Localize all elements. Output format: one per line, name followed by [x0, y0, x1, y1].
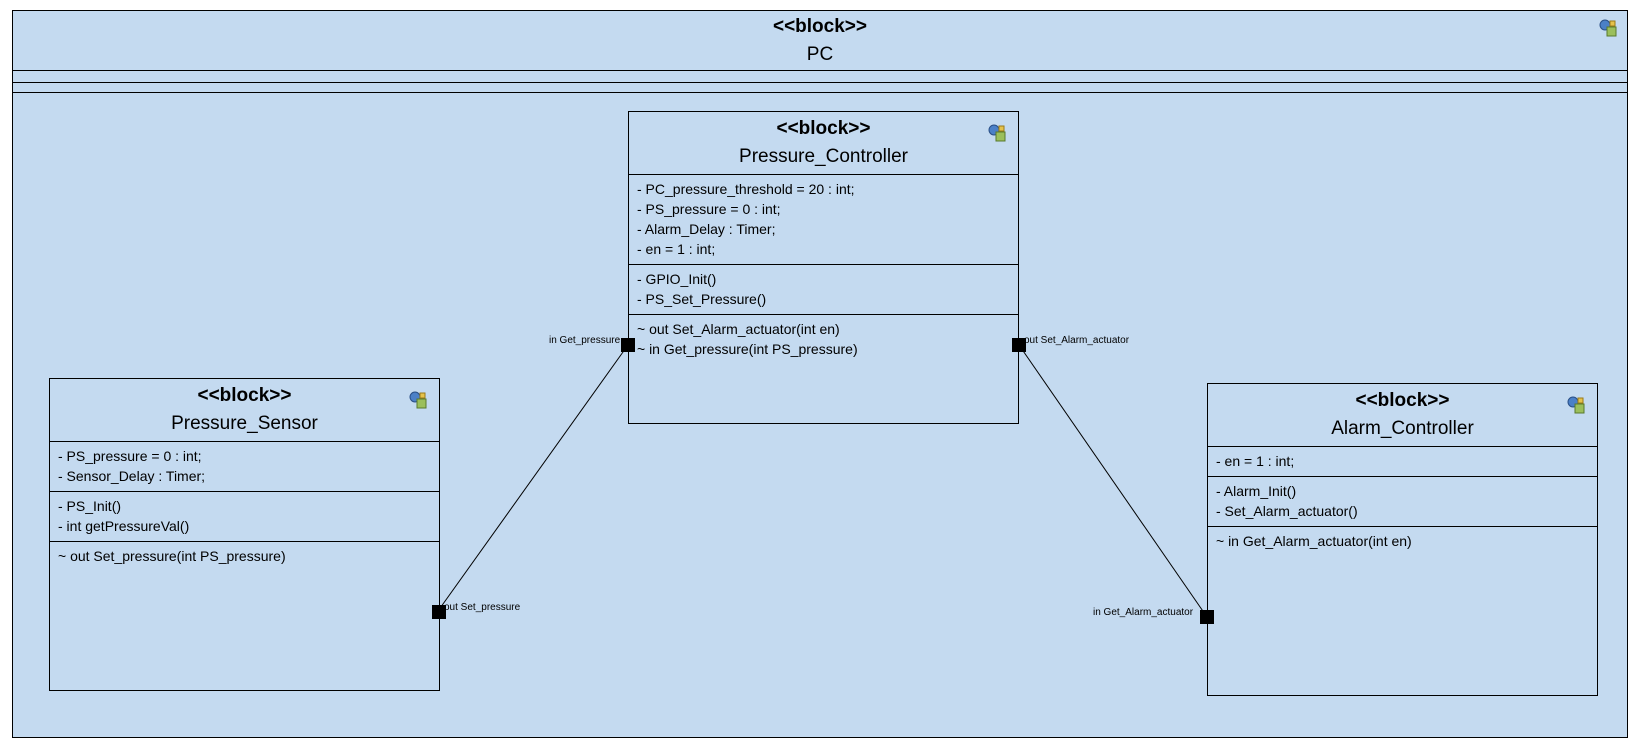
pressure-sensor-block[interactable]: <<block>> Pressure_Sensor - PS_pressure …: [49, 378, 440, 691]
operation-item: - PS_Set_Pressure(): [637, 291, 767, 307]
attribute-item: - PC_pressure_threshold = 20 : int;: [637, 181, 855, 197]
port-ps-out-set-pressure[interactable]: [432, 605, 446, 619]
alarm-controller-header: <<block>> Alarm_Controller: [1208, 384, 1597, 447]
port-item: ~ out Set_pressure(int PS_pressure): [58, 548, 286, 564]
pc-operations-compartment: [13, 83, 1627, 93]
block-element-icon: [409, 391, 427, 409]
pressure-controller-name: Pressure_Controller: [739, 146, 908, 167]
operation-item: - GPIO_Init(): [637, 271, 717, 287]
operation-item: - Alarm_Init(): [1216, 483, 1297, 499]
port-label-in-get-alarm-actuator: in Get_Alarm_actuator: [1093, 607, 1194, 618]
attribute-item: - Alarm_Delay : Timer;: [637, 221, 776, 237]
block-element-icon: [1599, 19, 1617, 37]
attribute-item: - PS_pressure = 0 : int;: [58, 448, 202, 464]
operation-item: - PS_Init(): [58, 498, 122, 514]
alarm-controller-name: Alarm_Controller: [1331, 418, 1474, 439]
pressure-sensor-header: <<block>> Pressure_Sensor: [50, 379, 439, 442]
alarm-controller-operations: - Alarm_Init() - Set_Alarm_actuator(): [1208, 477, 1597, 527]
alarm-controller-attributes: - en = 1 : int;: [1208, 447, 1597, 477]
connector-set-pressure-to-get-pressure: [437, 344, 629, 612]
pc-attributes-compartment: [13, 71, 1627, 83]
port-pc-in-get-pressure[interactable]: [621, 338, 635, 352]
alarm-controller-block[interactable]: <<block>> Alarm_Controller - en = 1 : in…: [1207, 383, 1598, 696]
attribute-item: - Sensor_Delay : Timer;: [58, 468, 206, 484]
alarm-controller-ports: ~ in Get_Alarm_actuator(int en): [1208, 527, 1597, 556]
port-ac-in-get-alarm-actuator[interactable]: [1200, 610, 1214, 624]
pc-stereotype: <<block>>: [772, 16, 867, 37]
port-label-in-get-pressure: in Get_pressure: [549, 335, 621, 346]
connector-set-alarm-to-get-alarm: [1018, 344, 1208, 618]
port-item: ~ in Get_Alarm_actuator(int en): [1216, 533, 1412, 549]
port-label-out-set-pressure: out Set_pressure: [444, 602, 521, 613]
pressure-controller-ports: ~ out Set_Alarm_actuator(int en) ~ in Ge…: [629, 315, 1018, 364]
alarm-controller-stereotype: <<block>>: [1355, 390, 1450, 411]
port-pc-out-set-alarm-actuator[interactable]: [1012, 338, 1026, 352]
attribute-item: - PS_pressure = 0 : int;: [637, 201, 781, 217]
pressure-sensor-operations: - PS_Init() - int getPressureVal(): [50, 492, 439, 542]
attribute-item: - en = 1 : int;: [1216, 453, 1295, 469]
operation-item: - Set_Alarm_actuator(): [1216, 503, 1358, 519]
port-label-out-set-alarm-actuator: out Set_Alarm_actuator: [1024, 335, 1130, 346]
pressure-sensor-name: Pressure_Sensor: [171, 413, 318, 434]
pressure-controller-operations: - GPIO_Init() - PS_Set_Pressure(): [629, 265, 1018, 315]
pressure-controller-header: <<block>> Pressure_Controller: [629, 112, 1018, 175]
attribute-item: - en = 1 : int;: [637, 241, 716, 257]
operation-item: - int getPressureVal(): [58, 518, 190, 534]
pressure-sensor-stereotype: <<block>>: [197, 385, 292, 406]
pressure-sensor-ports: ~ out Set_pressure(int PS_pressure): [50, 542, 439, 571]
pressure-controller-attributes: - PC_pressure_threshold = 20 : int; - PS…: [629, 175, 1018, 265]
port-item: ~ in Get_pressure(int PS_pressure): [637, 341, 858, 357]
pressure-controller-block[interactable]: <<block>> Pressure_Controller - PC_press…: [628, 111, 1019, 424]
pc-header: <<block>> PC: [13, 11, 1627, 71]
pc-name: PC: [806, 44, 834, 65]
pressure-sensor-attributes: - PS_pressure = 0 : int; - Sensor_Delay …: [50, 442, 439, 492]
block-element-icon: [1567, 396, 1585, 414]
block-element-icon: [988, 124, 1006, 142]
pressure-controller-stereotype: <<block>>: [776, 118, 871, 139]
port-item: ~ out Set_Alarm_actuator(int en): [637, 321, 840, 337]
